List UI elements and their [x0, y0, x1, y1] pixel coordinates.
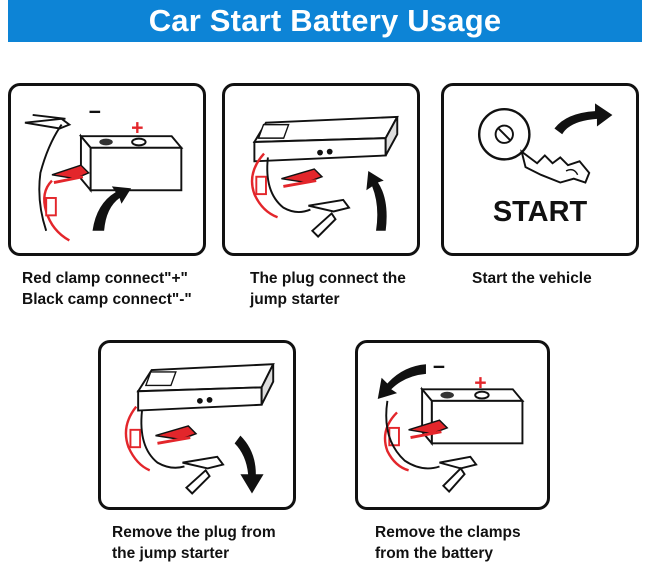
step-2-caption: The plug connect the jump starter	[250, 270, 406, 308]
step-3-panel: START	[441, 83, 639, 256]
step-2-panel	[222, 83, 420, 256]
black-clamp-icon	[266, 157, 351, 238]
curved-arrow-icon	[366, 170, 387, 231]
step-4-panel	[98, 340, 296, 510]
curved-arrow-icon	[234, 435, 264, 494]
red-clamp-icon	[124, 405, 198, 472]
red-clamp-icon	[383, 411, 449, 472]
step-3-illustration: START	[477, 103, 613, 228]
jump-starter-icon	[136, 363, 275, 412]
step-1-panel: − +	[8, 83, 206, 256]
step-1-illustration: − +	[24, 101, 184, 242]
jump-starter-icon	[252, 115, 399, 163]
curved-arrow-icon	[554, 103, 613, 135]
step-5-panel: − +	[355, 340, 550, 510]
red-clamp-icon	[43, 164, 90, 242]
battery-icon	[78, 133, 184, 193]
step-1-caption: Red clamp connect"+" Black camp connect"…	[22, 270, 192, 308]
minus-sign: −	[89, 101, 101, 124]
step-3-caption: Start the vehicle	[472, 270, 592, 287]
step-4-caption: Remove the plug from the jump starter	[112, 524, 276, 562]
black-clamp-icon	[385, 400, 478, 493]
plus-sign: +	[474, 371, 486, 394]
curved-arrow-icon	[92, 186, 132, 231]
curved-arrow-icon	[377, 364, 426, 399]
title-banner: Car Start Battery Usage	[8, 0, 642, 42]
step-5-illustration: − +	[377, 356, 525, 493]
red-clamp-icon	[250, 152, 324, 219]
minus-sign: −	[433, 356, 445, 379]
step-5-caption: Remove the clamps from the battery	[375, 524, 521, 562]
page-title: Car Start Battery Usage	[148, 3, 502, 38]
step-4-illustration	[124, 363, 275, 495]
black-clamp-icon	[24, 114, 72, 232]
black-clamp-icon	[140, 410, 225, 495]
start-label: START	[493, 196, 588, 228]
step-2-illustration	[250, 115, 399, 238]
plus-sign: +	[131, 116, 143, 139]
battery-icon	[420, 386, 525, 446]
key-icon	[477, 107, 591, 184]
